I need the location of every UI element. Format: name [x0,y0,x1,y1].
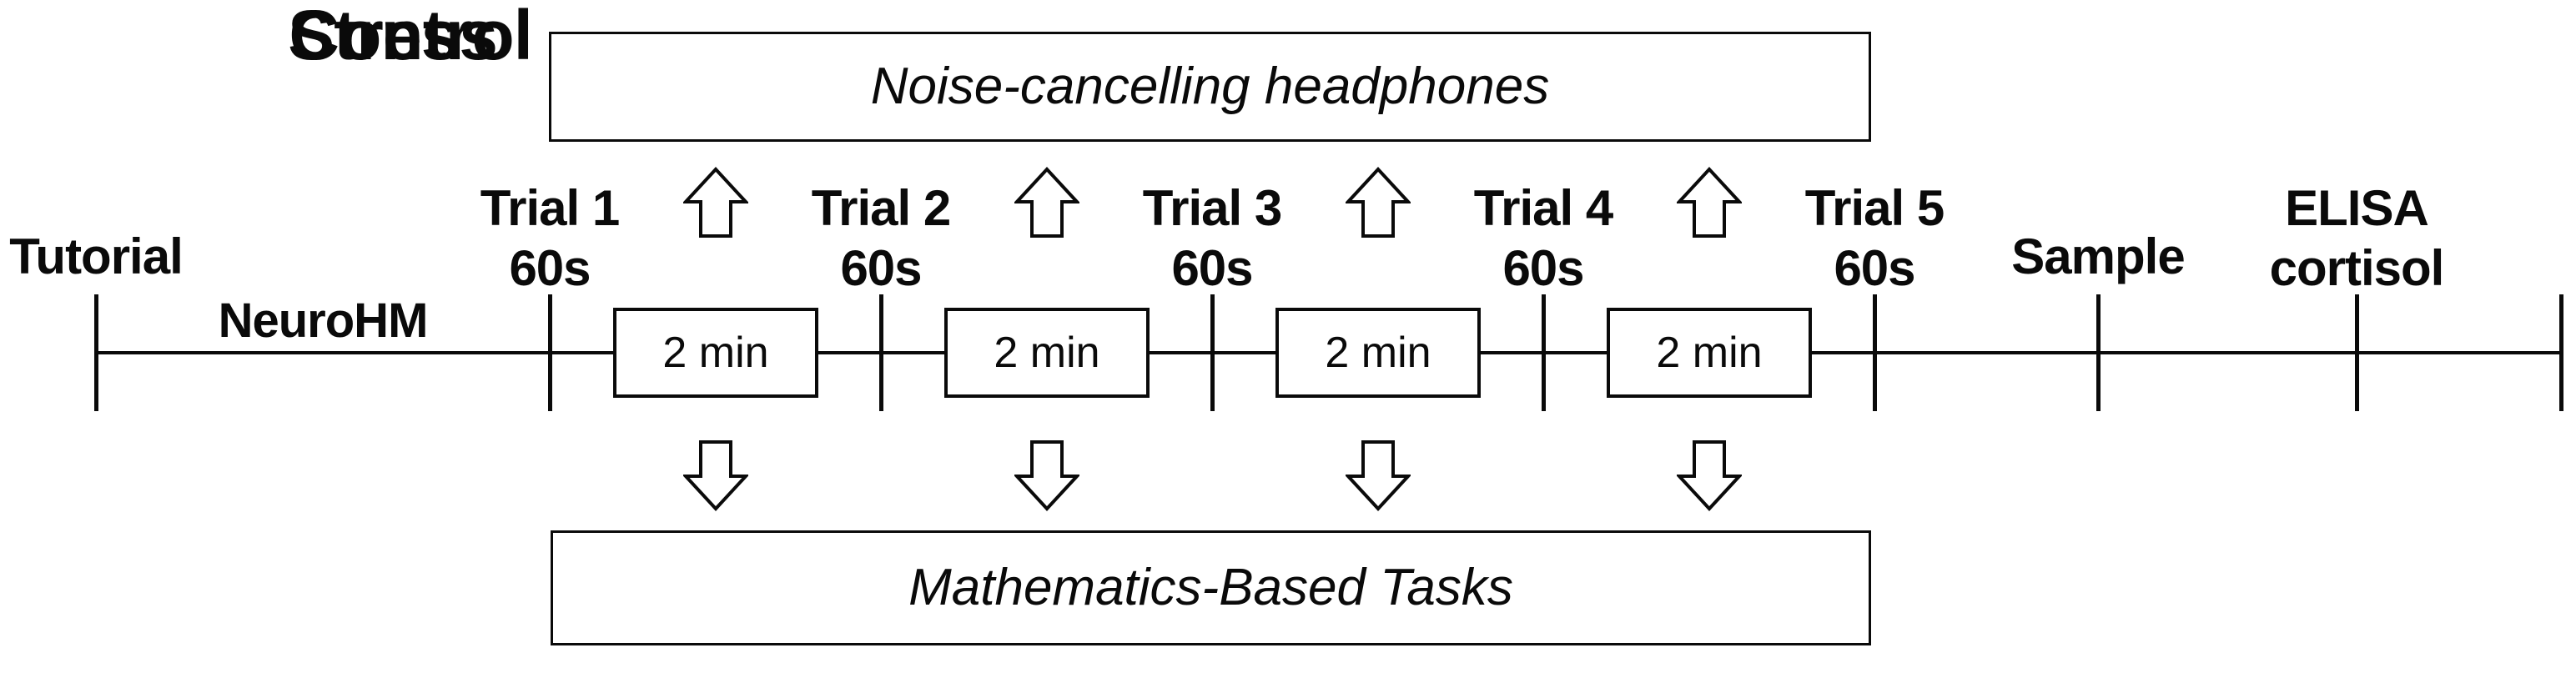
interval-box-label: 2 min [994,329,1100,377]
timeline-tick [2559,294,2563,411]
timeline-tick [548,294,552,411]
timeline-tick [879,294,883,411]
tick-sublabel: 60s [840,240,922,296]
tick-label: Trial 1 [480,180,620,236]
control-box-text: Noise-cancelling headphones [870,58,1550,115]
timeline-tick [1210,294,1215,411]
tick-sublabel: 60s [1502,240,1584,296]
tick-label: Trial 4 [1473,180,1613,236]
tick-label: Trial 3 [1142,180,1282,236]
tick-sublabel: cortisol [2269,240,2445,296]
down-arrow-icon [683,439,748,511]
down-arrow-icon [1346,439,1411,511]
tick-label: Trial 2 [811,180,951,236]
stress-condition-box: Mathematics-Based Tasks [551,530,1871,645]
up-arrow-icon [1346,167,1411,239]
timeline-tick [1873,294,1877,411]
phase-label-neurohm: NeuroHM [218,294,429,348]
tick-sublabel: 60s [509,240,591,296]
timeline-tick [1542,294,1546,411]
tick-sublabel: 60s [1834,240,1915,296]
tick-label: Sample [2011,229,2185,284]
up-arrow-icon [683,167,748,239]
up-arrow-icon [1014,167,1079,239]
interval-box: 2 min [1275,308,1481,398]
interval-box: 2 min [944,308,1150,398]
interval-box-label: 2 min [1656,329,1763,377]
down-arrow-icon [1677,439,1742,511]
down-arrow-icon [1014,439,1079,511]
control-condition-box: Noise-cancelling headphones [549,32,1871,142]
timeline-tick [2355,294,2359,411]
control-condition-label: Control [289,0,533,74]
tick-label: Trial 5 [1804,180,1945,236]
interval-box: 2 min [613,308,818,398]
interval-box-label: 2 min [1325,329,1431,377]
stress-condition-label: Stress [288,0,498,74]
tick-label: ELISA [2285,180,2429,236]
interval-box-label: 2 min [662,329,769,377]
stress-box-text: Mathematics-Based Tasks [908,559,1513,616]
timeline-tick [94,294,98,411]
timeline-tick [2096,294,2101,411]
tick-label: Tutorial [9,229,184,284]
up-arrow-icon [1677,167,1742,239]
interval-box: 2 min [1607,308,1812,398]
tick-sublabel: 60s [1171,240,1253,296]
